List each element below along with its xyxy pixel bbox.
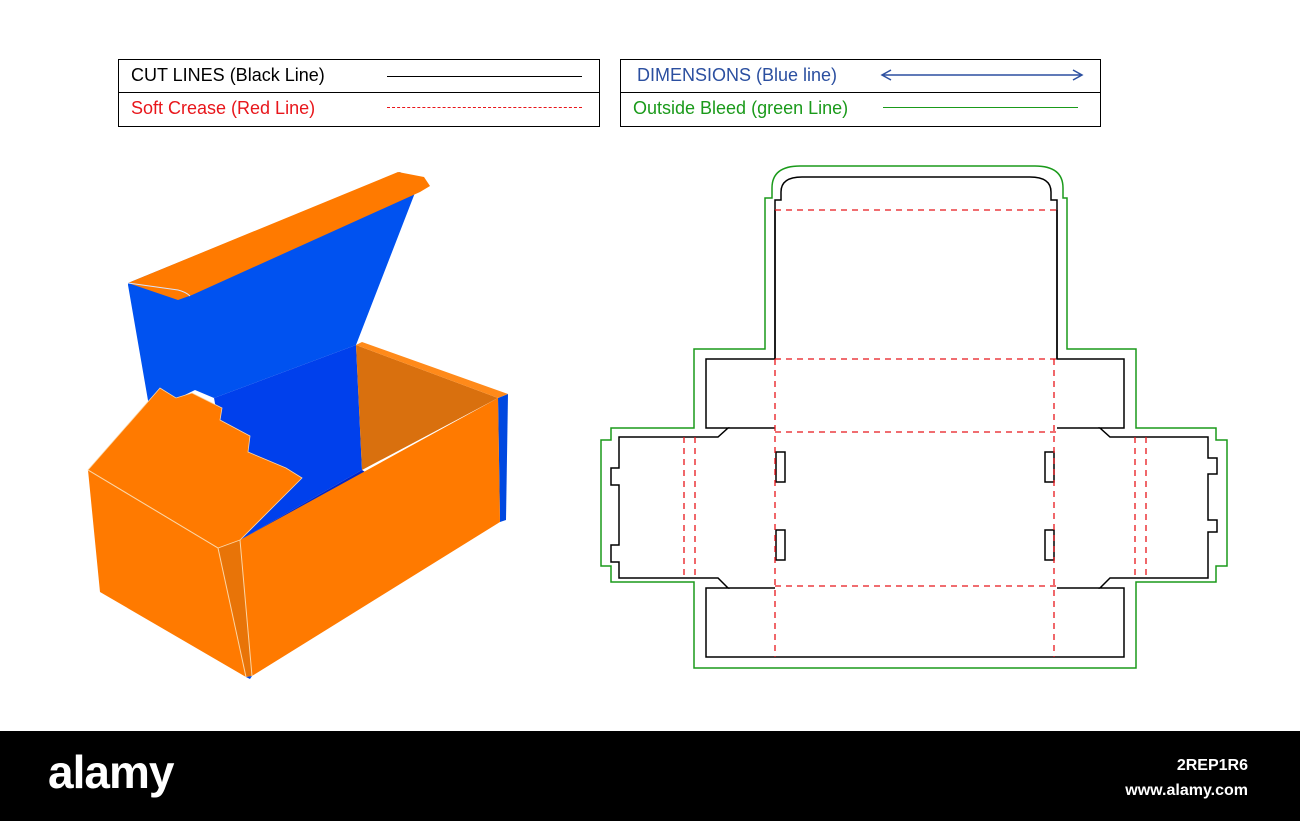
image-id-text: 2REP1R6	[1176, 757, 1248, 774]
box-3d-illustration	[87, 172, 508, 679]
legend-label-outside-bleed: Outside Bleed (green Line)	[633, 98, 849, 118]
legend-row-soft-crease: Soft Crease (Red Line)	[119, 92, 599, 125]
crease-line-sample	[387, 107, 582, 108]
legend-row-cut-lines: CUT LINES (Black Line)	[119, 60, 599, 92]
artwork	[87, 165, 1228, 679]
brand-logo: alamy	[48, 746, 174, 798]
lid-front-strip	[128, 172, 430, 300]
bleed-line-sample	[883, 107, 1078, 108]
legend-row-dimensions: DIMENSIONS (Blue line)	[621, 60, 1100, 92]
legend-label-cut-lines: CUT LINES (Black Line)	[131, 65, 325, 85]
dimension-arrow-sample	[880, 69, 1084, 81]
box-right-inner-wall	[356, 345, 498, 470]
cut-outline	[610, 176, 1218, 658]
legend-label-dimensions: DIMENSIONS (Blue line)	[637, 65, 838, 85]
lid-inner-panel	[128, 172, 418, 412]
site-url-text: www.alamy.com	[1125, 782, 1248, 799]
legend-row-outside-bleed: Outside Bleed (green Line)	[621, 92, 1100, 125]
cut-line-sample	[387, 76, 582, 77]
legend-box-lines: CUT LINES (Black Line) Soft Crease (Red …	[118, 59, 600, 127]
bleed-outline	[600, 165, 1228, 669]
box-front-panel	[240, 398, 500, 676]
legend-label-soft-crease: Soft Crease (Red Line)	[131, 98, 316, 118]
box-right-edge	[498, 394, 508, 522]
box-left-side-panel	[218, 540, 252, 677]
box-top-rim	[356, 342, 508, 398]
slot	[1044, 529, 1055, 561]
crease-lines	[683, 209, 1147, 657]
watermark-footer: alamy 2REP1R6 www.alamy.com	[0, 731, 1300, 821]
slot	[1044, 451, 1055, 483]
slot	[775, 529, 786, 561]
flat-dieline	[600, 165, 1228, 669]
slot	[775, 451, 786, 483]
legend-box-dims: DIMENSIONS (Blue line) Outside Bleed (gr…	[620, 59, 1101, 127]
box-left-end-panel	[88, 470, 246, 677]
